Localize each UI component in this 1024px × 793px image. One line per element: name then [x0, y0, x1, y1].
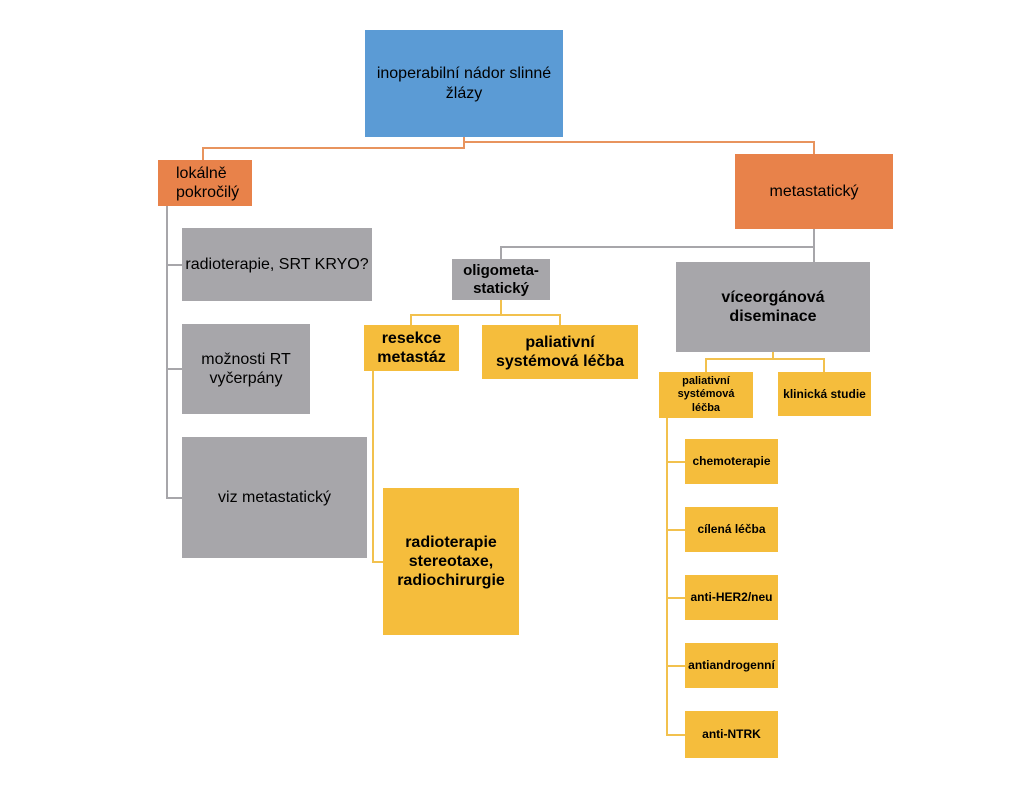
node-see-metastatic: viz metastatický: [182, 437, 367, 558]
connector-local-trunk: [166, 206, 182, 499]
connector-multiorgan-trial: [773, 358, 825, 372]
node-metastatic: metastatický: [735, 154, 893, 229]
node-locally-advanced: lokálně pokročilý: [158, 160, 252, 206]
node-palliative-systemic-multi: paliativní systémová léčba: [659, 372, 753, 418]
connector-root-split: [202, 137, 465, 160]
node-metastasis-resection: resekce metastáz: [364, 325, 459, 371]
node-oligometastatic: oligometa- statický: [452, 259, 550, 300]
node-multiorgan-dissemination: víceorgánová diseminace: [676, 262, 870, 352]
node-root: inoperabilní nádor slinné žlázy: [365, 30, 563, 137]
connector-oligo-palliative: [501, 314, 561, 325]
node-rt-exhausted: možnosti RT vyčerpány: [182, 324, 310, 414]
node-targeted-therapy: cílená léčba: [685, 507, 778, 552]
connector-multiorgan-split: [705, 352, 774, 372]
node-anti-ntrk: anti-NTRK: [685, 711, 778, 758]
connector-resection-stereotaxy: [372, 371, 383, 563]
node-stereotactic-radiotherapy: radioterapie stereotaxe, radiochirurgie: [383, 488, 519, 635]
node-antiandrogen: antiandrogenní: [685, 643, 778, 688]
connector-root-metastatic: [463, 141, 815, 154]
connector-metastatic-split: [500, 229, 815, 259]
node-palliative-systemic-oligo: paliativní systémová léčba: [482, 325, 638, 379]
node-radiotherapy-srt: radioterapie, SRT KRYO?: [182, 228, 372, 301]
node-anti-her2: anti-HER2/neu: [685, 575, 778, 620]
connector-palliative-trunk: [666, 418, 685, 736]
connector-oligo-split: [410, 300, 502, 325]
node-clinical-trial: klinická studie: [778, 372, 871, 416]
node-chemotherapy: chemoterapie: [685, 439, 778, 484]
